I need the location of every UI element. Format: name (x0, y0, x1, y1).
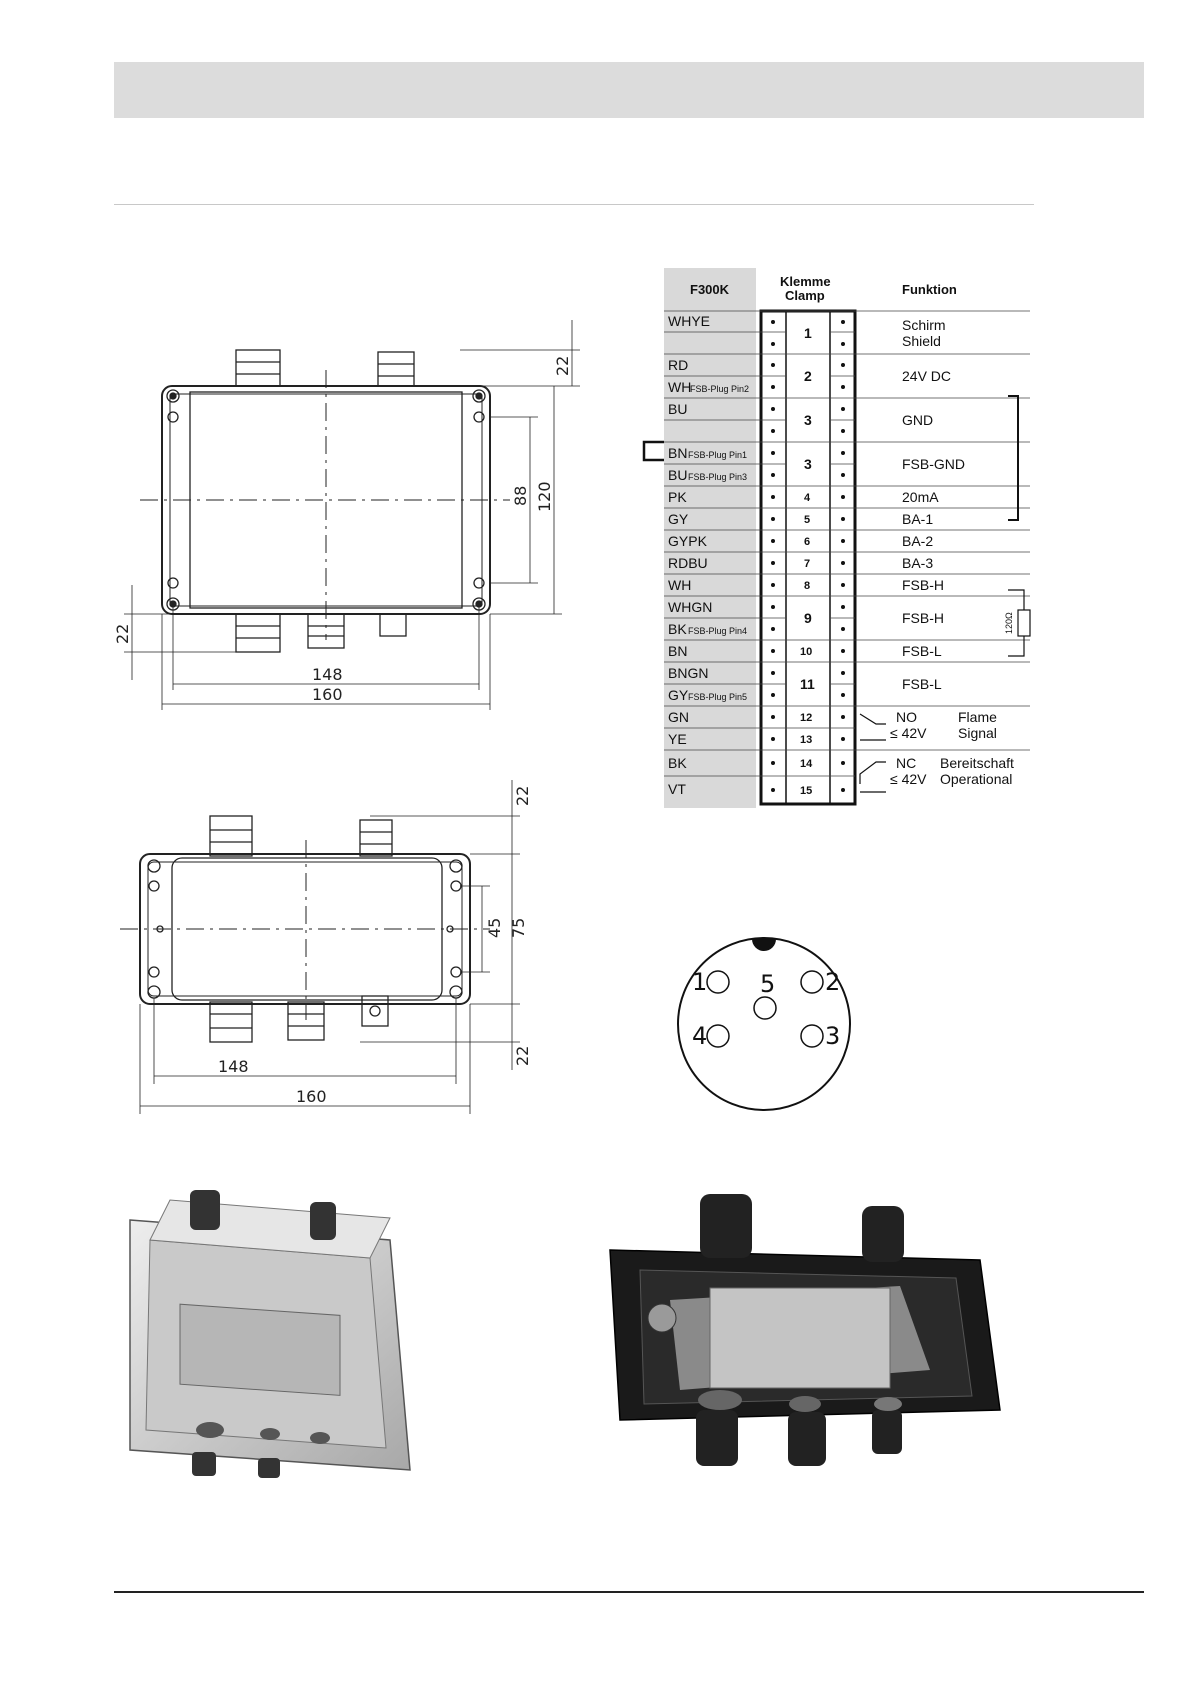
enclosure-render-light (129, 1190, 411, 1478)
dim-top-148: 148 (312, 665, 343, 684)
wire-label: PK (668, 489, 687, 505)
wire-label: RD (668, 357, 688, 373)
top-divider (114, 204, 1034, 205)
dim-front-22-bottom: 22 (513, 1046, 532, 1066)
pin-3-label: 3 (825, 1022, 840, 1050)
clamp-number: 14 (800, 758, 813, 770)
col-header-clamp: Clamp (785, 288, 825, 303)
wire-label: BU (668, 467, 687, 483)
function-label: BA-3 (902, 555, 933, 571)
dim-front-22-top: 22 (513, 786, 532, 806)
dim-top-88: 88 (511, 486, 530, 506)
wire-label: WHGN (668, 599, 712, 615)
wire-note: FSB-Plug Pin2 (690, 384, 749, 394)
pin-4-label: 4 (692, 1022, 707, 1050)
front-view-drawing: 148 160 45 75 22 22 (120, 780, 532, 1114)
pin-5-label: 5 (760, 970, 775, 998)
clamp-number: 3 (804, 412, 812, 428)
clamp-number: 4 (804, 492, 811, 504)
function-label: BA-2 (902, 533, 933, 549)
wire-note: FSB-Plug Pin1 (688, 450, 747, 460)
clamp-number: 12 (800, 712, 812, 724)
wire-label: BN (668, 643, 687, 659)
wire-label: VT (668, 781, 686, 797)
header-band (114, 62, 1144, 118)
dim-front-45: 45 (485, 918, 504, 938)
function-label: FSB-L (902, 643, 942, 659)
wire-label: GY (668, 687, 689, 703)
dim-top-22-right: 22 (553, 356, 572, 376)
clamp-number: 13 (800, 734, 812, 746)
col-header-klemme: Klemme (780, 274, 831, 289)
pin-1-label: 1 (692, 968, 707, 996)
wire-note: FSB-Plug Pin5 (688, 692, 747, 702)
wire-label: WHYE (668, 313, 710, 329)
wire-label: WH (668, 577, 691, 593)
clamp-number: 2 (804, 368, 812, 384)
wire-label: BN (668, 445, 687, 461)
function-label: NO (896, 709, 917, 725)
function-label: ≤ 42V (890, 725, 927, 741)
wire-label: BNGN (668, 665, 708, 681)
function-label: Bereitschaft (940, 755, 1014, 771)
wire-label: BU (668, 401, 687, 417)
function-label: Signal (958, 725, 997, 741)
clamp-number: 10 (800, 646, 812, 658)
dim-front-148: 148 (218, 1057, 249, 1076)
clamp-number: 11 (800, 676, 815, 692)
function-label: GND (902, 412, 933, 428)
dim-top-160: 160 (312, 685, 343, 704)
wire-label: GN (668, 709, 689, 725)
wire-label: BK (668, 755, 687, 771)
wire-note: FSB-Plug Pin3 (688, 472, 747, 482)
function-label: ≤ 42V (890, 771, 927, 787)
dim-top-120: 120 (535, 481, 554, 512)
wire-label: WH (668, 379, 691, 395)
clamp-number: 9 (804, 610, 812, 626)
wire-label: RDBU (668, 555, 708, 571)
function-label: Flame (958, 709, 997, 725)
function-label: FSB-L (902, 676, 942, 692)
function-label: BA-1 (902, 511, 933, 527)
function-label: FSB-GND (902, 456, 965, 472)
function-label: NC (896, 755, 916, 771)
wire-label: GYPK (668, 533, 708, 549)
resistor-label: 120Ω (1004, 612, 1014, 634)
clamp-number: 6 (804, 536, 810, 548)
clamp-number: 15 (800, 785, 812, 797)
function-label: Shield (902, 333, 941, 349)
footer-divider (114, 1591, 1144, 1593)
clamp-number: 7 (804, 558, 810, 570)
wire-label: BK (668, 621, 687, 637)
clamp-number: 8 (804, 580, 810, 592)
wire-label: YE (668, 731, 687, 747)
clamp-number: 1 (804, 325, 812, 341)
wire-label: GY (668, 511, 689, 527)
dim-top-22-left: 22 (113, 624, 132, 644)
function-label: 20mA (902, 489, 939, 505)
function-label: FSB-H (902, 577, 944, 593)
function-label: Schirm (902, 317, 946, 333)
function-label: 24V DC (902, 368, 951, 384)
wire-note: FSB-Plug Pin4 (688, 626, 747, 636)
pin-2-label: 2 (825, 968, 840, 996)
dim-front-75: 75 (509, 918, 528, 938)
terminal-table: F300K Klemme Clamp Funktion WHYE RD WH F… (642, 268, 1031, 808)
function-label: Operational (940, 771, 1012, 787)
col-header-funktion: Funktion (902, 282, 957, 297)
connector-pinout: 1 2 3 4 5 (677, 937, 851, 1111)
clamp-number: 3 (804, 456, 812, 472)
top-view-drawing: 148 160 88 120 22 22 (113, 320, 580, 710)
function-label: FSB-H (902, 610, 944, 626)
col-header-f300k: F300K (690, 282, 730, 297)
enclosure-render-dark (609, 1194, 1001, 1466)
dim-front-160: 160 (296, 1087, 327, 1106)
clamp-number: 5 (804, 514, 810, 526)
